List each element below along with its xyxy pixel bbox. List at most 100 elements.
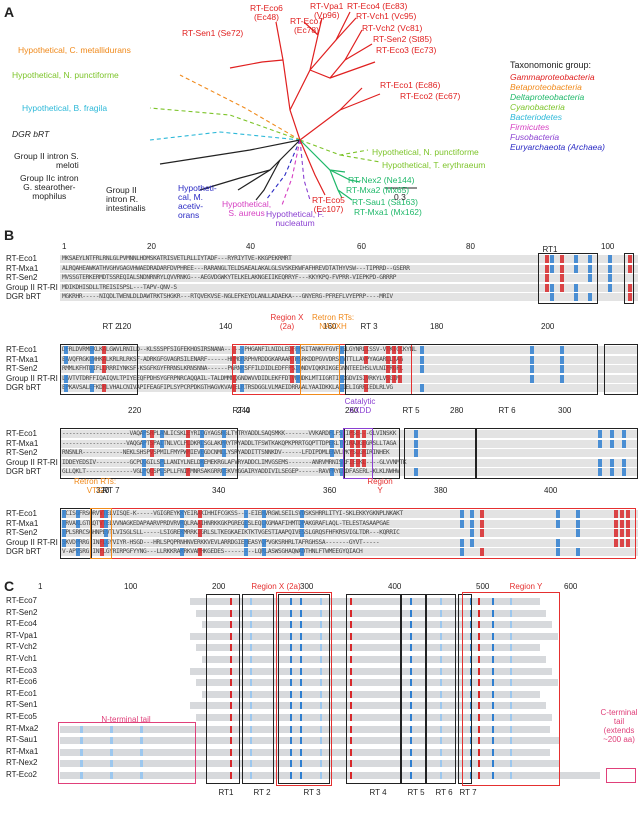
alignment-row-bg: [60, 264, 638, 273]
overview-motif-mark: [492, 760, 494, 768]
overview-sequence-bar: [60, 737, 560, 745]
conserved-residue-marker: [62, 538, 66, 547]
motif-box: [604, 344, 638, 395]
conserved-residue-marker: [186, 430, 190, 438]
conserved-residue-marker: [556, 548, 560, 557]
overview-motif-mark: [410, 632, 412, 640]
conserved-residue-marker: [240, 365, 244, 374]
conserved-residue-marker: [198, 510, 202, 518]
conserved-residue-marker: [560, 365, 564, 374]
overview-motif-mark: [492, 632, 494, 640]
legend-item: Bacteriodetes: [510, 112, 562, 122]
overview-row-label: RT-Eco5: [6, 712, 37, 721]
conserved-residue-marker: [222, 439, 226, 448]
overview-motif-mark: [290, 598, 292, 605]
leaf-rt-eco1: RT-Eco1 (Ec86): [380, 80, 441, 90]
conserved-residue-marker: [622, 430, 626, 438]
overview-motif-mark: [410, 598, 412, 605]
alignment-row-label: RT-Mxa1: [6, 354, 39, 364]
conserved-residue-marker: [232, 374, 236, 383]
leaf-hyp-cmetallidurans: Hypothetical, C. metallidurans: [18, 45, 131, 55]
conserved-residue-marker: [610, 439, 614, 448]
overview-motif-mark: [300, 737, 302, 745]
overview-motif-mark: [320, 690, 322, 698]
conserved-residue-marker: [598, 468, 602, 477]
overview-motif-mark: [320, 644, 322, 652]
alignment-row-label: RT-Sen2: [6, 448, 38, 458]
overview-sequence-bar: [190, 632, 558, 640]
conserved-residue-marker: [420, 346, 424, 354]
conserved-residue-marker: [545, 255, 549, 263]
overview-motif-mark: [320, 772, 322, 779]
conserved-residue-marker: [560, 274, 564, 283]
overview-motif-mark: [440, 644, 442, 652]
conserved-residue-marker: [386, 374, 390, 383]
overview-motif-mark: [290, 737, 292, 745]
overview-motif-mark: [230, 667, 232, 675]
motif-box: [404, 428, 476, 479]
conserved-residue-marker: [626, 510, 630, 518]
alignment-ruler-label: 120: [118, 322, 132, 331]
conserved-residue-marker: [610, 430, 614, 438]
motif-box: [90, 508, 112, 559]
conserved-residue-marker: [480, 548, 484, 557]
conserved-residue-marker: [186, 468, 190, 477]
conserved-residue-marker: [102, 365, 106, 374]
legend-item: Gammaproteobacteria: [510, 72, 595, 82]
conserved-residue-marker: [186, 449, 190, 458]
overview-motif-mark: [250, 760, 252, 768]
overview-motif-mark: [250, 609, 252, 617]
leaf-rt-eco5: RT-Eco5 (Ec107): [312, 195, 345, 214]
overview-motif-mark: [320, 609, 322, 617]
overview-motif-mark: [290, 772, 292, 779]
leaf-rt-eco6: RT-Eco6 (Ec48): [250, 3, 283, 22]
motif-box: [300, 344, 340, 395]
conserved-residue-marker: [160, 468, 164, 477]
overview-motif-mark: [290, 714, 292, 721]
alignment-sequence: TPLSRRCSGHNPEVTLVISGLSLL-----LSIGREKMRRK…: [62, 529, 400, 537]
conserved-residue-marker: [588, 293, 592, 302]
conserved-residue-marker: [180, 548, 184, 557]
leaf-hyp-bfragila: Hypothetical, B. fragila: [22, 103, 108, 113]
overview-motif-box: [278, 594, 330, 784]
overview-motif-mark: [510, 690, 512, 698]
overview-motif-box: [426, 594, 456, 784]
conserved-residue-marker: [64, 384, 68, 393]
conserved-residue-marker: [480, 519, 484, 528]
n-tail-mark: [110, 772, 113, 779]
alignment-row-bg: [60, 355, 638, 364]
overview-motif-mark: [250, 656, 252, 663]
overview-motif-mark: [510, 656, 512, 663]
n-tail-mark: [110, 760, 113, 768]
conserved-residue-marker: [608, 274, 612, 283]
overview-motif-box: [400, 594, 426, 784]
conserved-residue-marker: [198, 519, 202, 528]
n-tail-mark: [110, 748, 113, 756]
overview-motif-mark: [300, 644, 302, 652]
conserved-residue-marker: [470, 538, 474, 547]
conserved-residue-marker: [262, 510, 266, 518]
n-terminal-tail-box: [58, 721, 196, 784]
overview-motif-mark: [350, 748, 352, 756]
conserved-residue-marker: [104, 538, 108, 547]
alignment-row-label: RT-Mxa1: [6, 263, 39, 273]
conserved-residue-marker: [550, 293, 554, 302]
conserved-residue-marker: [62, 529, 66, 538]
alignment-ruler-label: 380: [434, 486, 448, 495]
conserved-residue-marker: [150, 468, 154, 477]
region-annotation: RT 4: [232, 406, 250, 415]
alignment-row-label: Group II RT-RI: [6, 457, 58, 467]
overview-motif-mark: [440, 598, 442, 605]
motif-box: [60, 508, 92, 559]
conserved-residue-marker: [340, 384, 344, 393]
overview-motif-mark: [230, 609, 232, 617]
alignment-row-bg: [60, 430, 638, 438]
conserved-residue-marker: [180, 529, 184, 538]
overview-motif-mark: [492, 714, 494, 721]
conserved-residue-marker: [300, 548, 304, 557]
conserved-residue-marker: [200, 430, 204, 438]
alignment-ruler-label: 220: [128, 406, 142, 415]
motif-box: [476, 428, 638, 479]
overview-row-label: RT-Eco1: [6, 688, 37, 698]
overview-motif-mark: [478, 632, 480, 640]
